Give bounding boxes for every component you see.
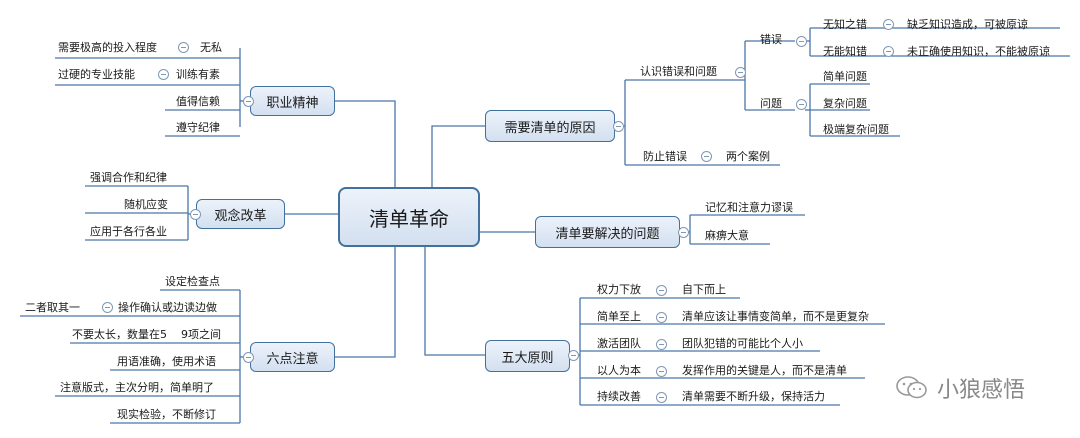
- branch-why[interactable]: 需要清单的原因: [485, 110, 615, 142]
- node-text: 训练有素: [176, 68, 220, 81]
- collapse-icon[interactable]: [735, 67, 746, 78]
- collapse-icon[interactable]: [190, 209, 201, 220]
- node-text: 遵守纪律: [176, 121, 220, 134]
- node-text: 设定检查点: [165, 275, 220, 288]
- node-text: 极端复杂问题: [823, 123, 889, 136]
- node-text: 缺乏知识造成，可被原谅: [907, 18, 1028, 31]
- branch-professionalism[interactable]: 职业精神: [250, 86, 335, 116]
- node-text: 二者取其一: [25, 301, 80, 314]
- node-text: 问题: [760, 97, 782, 110]
- node-text: 简单问题: [823, 70, 867, 83]
- collapse-icon[interactable]: [656, 392, 667, 403]
- node-text: 无知之错: [823, 18, 867, 31]
- node-text: 无私: [200, 41, 222, 54]
- node-text: 认识错误和问题: [640, 65, 717, 78]
- node-text: 清单应该让事情变简单，而不是更复杂: [682, 310, 869, 323]
- collapse-icon[interactable]: [701, 151, 712, 162]
- node-text: 值得信赖: [176, 95, 220, 108]
- collapse-icon[interactable]: [243, 96, 254, 107]
- collapse-icon[interactable]: [158, 69, 169, 80]
- node-text: 简单至上: [597, 310, 641, 323]
- node-text: 过硬的专业技能: [58, 68, 135, 81]
- collapse-icon[interactable]: [883, 46, 894, 57]
- node-text: 随机应变: [124, 198, 168, 211]
- node-text: 权力下放: [597, 283, 641, 296]
- collapse-icon[interactable]: [656, 312, 667, 323]
- collapse-icon[interactable]: [568, 350, 579, 361]
- wechat-icon: [895, 375, 929, 401]
- node-text: 自下而上: [682, 283, 726, 296]
- node-text: 不要太长，数量在5 9项之间: [72, 328, 221, 341]
- node-text: 注意版式，主次分明，简单明了: [60, 381, 214, 394]
- collapse-icon[interactable]: [613, 121, 624, 132]
- branch-principles[interactable]: 五大原则: [485, 340, 570, 372]
- branch-mindset-label: 观念改革: [214, 208, 267, 224]
- branch-why-label: 需要清单的原因: [504, 120, 596, 136]
- collapse-icon[interactable]: [883, 19, 894, 30]
- branch-solve[interactable]: 清单要解决的问题: [535, 216, 680, 248]
- node-text: 未正确使用知识，不能被原谅: [907, 45, 1050, 58]
- branch-six-points-label: 六点注意: [266, 351, 319, 367]
- node-text: 防止错误: [643, 150, 687, 163]
- central-topic-label: 清单革命: [369, 206, 449, 231]
- collapse-icon[interactable]: [796, 36, 807, 47]
- collapse-icon[interactable]: [243, 352, 254, 363]
- branch-principles-label: 五大原则: [501, 350, 554, 366]
- node-text: 现实检验，不断修订: [117, 408, 216, 421]
- node-text: 用语准确，使用术语: [117, 355, 216, 368]
- branch-professionalism-label: 职业精神: [266, 95, 319, 111]
- node-text: 持续改善: [597, 390, 641, 403]
- node-text: 麻痹大意: [705, 229, 749, 242]
- node-text: 操作确认或边读边做: [118, 301, 217, 314]
- branch-six-points[interactable]: 六点注意: [250, 342, 335, 372]
- collapse-icon[interactable]: [656, 339, 667, 350]
- central-topic[interactable]: 清单革命: [338, 187, 480, 247]
- collapse-icon[interactable]: [102, 302, 113, 313]
- watermark-text: 小狼感悟: [937, 378, 1026, 403]
- node-text: 激活团队: [597, 337, 641, 350]
- watermark: 小狼感悟: [895, 372, 1025, 404]
- collapse-icon[interactable]: [796, 99, 807, 110]
- node-text: 错误: [760, 33, 782, 46]
- node-text: 发挥作用的关键是人，而不是清单: [682, 364, 847, 377]
- collapse-icon[interactable]: [678, 227, 689, 238]
- node-text: 复杂问题: [823, 97, 867, 110]
- node-text: 两个案例: [726, 150, 770, 163]
- branch-mindset[interactable]: 观念改革: [196, 199, 285, 229]
- node-text: 以人为本: [597, 364, 641, 377]
- node-text: 清单需要不断升级，保持活力: [682, 390, 825, 403]
- collapse-icon[interactable]: [656, 366, 667, 377]
- collapse-icon[interactable]: [178, 42, 189, 53]
- node-text: 团队犯错的可能比个人小: [682, 337, 803, 350]
- node-text: 无能知错: [823, 45, 867, 58]
- node-text: 记忆和注意力谬误: [705, 201, 793, 214]
- node-text: 需要极高的投入程度: [58, 41, 157, 54]
- branch-solve-label: 清单要解决的问题: [555, 226, 660, 242]
- node-text: 强调合作和纪律: [90, 171, 167, 184]
- node-text: 应用于各行各业: [90, 225, 167, 238]
- collapse-icon[interactable]: [656, 285, 667, 296]
